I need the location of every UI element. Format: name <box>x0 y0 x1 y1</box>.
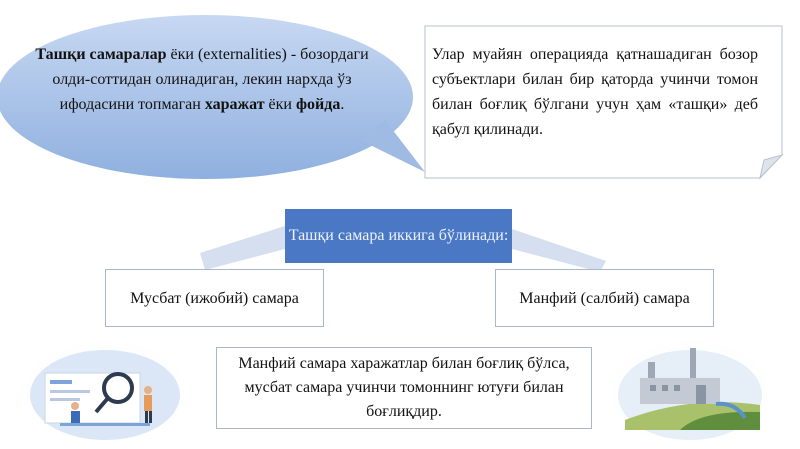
division-heading-box: Ташқи самара иккига бўлинади: <box>285 209 512 263</box>
division-heading: Ташқи самара иккига бўлинади: <box>288 227 509 244</box>
externalities-definition: Ташқи самаралар ёки (externalities) - бо… <box>22 42 382 117</box>
term-cost: харажат <box>204 96 265 113</box>
definition-end: . <box>340 96 345 113</box>
third-party-note: Улар муайян операцияда қатнашадиган бозо… <box>432 46 758 138</box>
note-card <box>424 25 784 180</box>
right-arrow <box>512 229 606 272</box>
factory-illustration <box>600 334 780 449</box>
summary-box: Манфий самара харажатлар билан боғлиқ бў… <box>216 347 592 429</box>
definition-body: ёки (externalities) - бозордаги олди-сот… <box>52 46 369 113</box>
summary-text: Манфий самара харажатлар билан боғлиқ бў… <box>238 355 570 420</box>
term-externalities: Ташқи самаралар <box>35 46 167 63</box>
term-benefit: фойда <box>295 96 341 113</box>
positive-effect-box: Мусбат (ижобий) самара <box>105 269 324 327</box>
left-arrow <box>200 226 285 270</box>
definition-or: ёки <box>264 96 296 113</box>
negative-effect-label: Манфий (салбий) самара <box>519 289 690 307</box>
definition-bubble <box>0 15 425 179</box>
negative-effect-box: Манфий (салбий) самара <box>495 269 714 327</box>
analysis-illustration <box>13 334 197 449</box>
positive-effect-label: Мусбат (ижобий) самара <box>130 289 299 307</box>
